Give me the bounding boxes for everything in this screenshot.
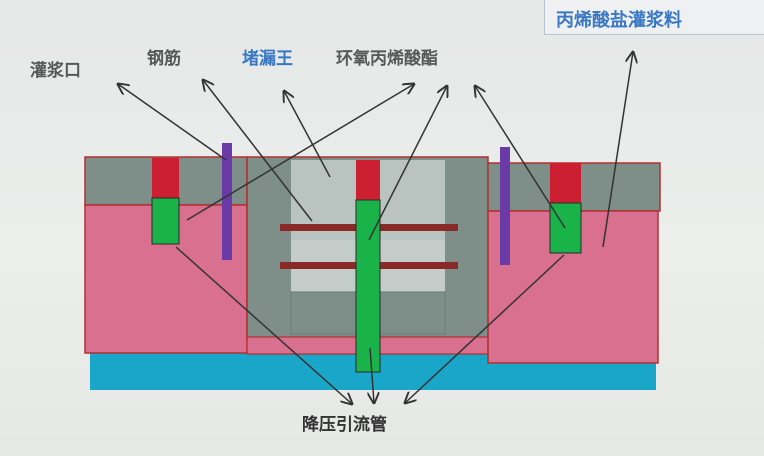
label-rebar: 钢筋 (147, 49, 181, 69)
rebar-vertical-right (500, 147, 510, 265)
grout-port-left-cap (152, 158, 179, 198)
leader-arrows (118, 52, 633, 404)
grout-port-left-pipe (151, 197, 180, 245)
grout-port-right-cap (550, 163, 581, 203)
acrylate-label-box (544, 0, 764, 35)
grout-port-center-cap (356, 160, 380, 200)
grout-port-center-pipe (355, 199, 381, 373)
label-epoxy-acrylic: 环氧丙烯酸酯 (336, 49, 438, 69)
rebar-vertical-left (222, 143, 232, 260)
label-relief-pipe: 降压引流管 (302, 415, 387, 435)
label-acrylate-grout: 丙烯酸盐灌浆料 (556, 10, 682, 31)
label-grout-port: 灌浆口 (30, 61, 81, 81)
label-plug-king: 堵漏王 (242, 49, 293, 69)
